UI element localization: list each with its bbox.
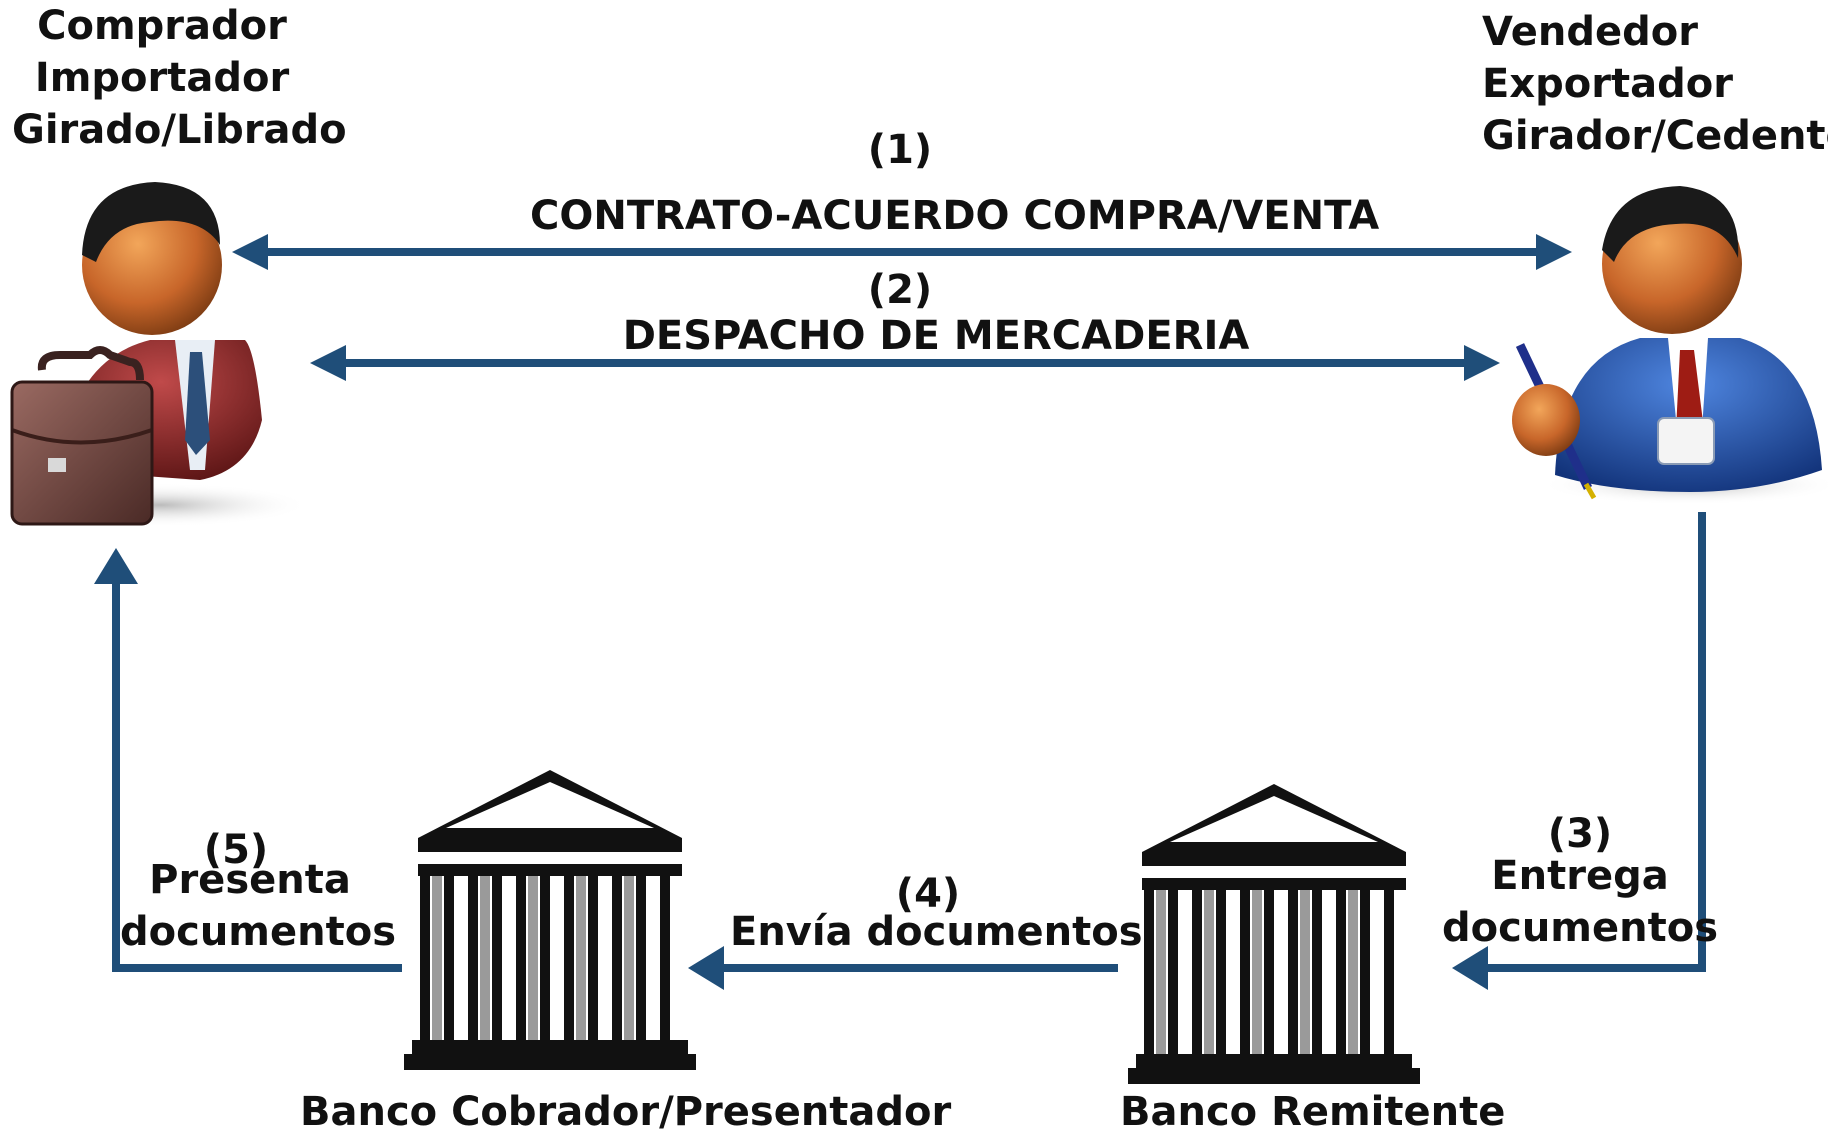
buyer-figure-icon [10,182,310,527]
arrowhead-1-left [232,234,268,270]
step-5-label: Presenta documentos [120,854,396,958]
arrow-step-3 [1482,512,1706,972]
seller-line-2: Exportador [1482,61,1733,107]
arrowhead-2-right [1464,345,1500,381]
step-3-label: Entrega documentos [1440,850,1720,954]
step-3-label-line-1: Entrega [1491,853,1669,899]
remitting-bank-label: Banco Remitente [1120,1089,1506,1135]
seller-line-3: Girador/Cedente [1482,113,1828,159]
buyer-line-1: Comprador [37,3,287,49]
buyer-line-3: Girado/Librado [12,107,347,153]
buyer-line-2: Importador [34,55,290,101]
arrows [112,248,1706,972]
step-1-label: CONTRATO-ACUERDO COMPRA/VENTA [530,193,1380,239]
collecting-bank-icon [404,770,696,1070]
step-4-label: Envía documentos [730,909,1143,955]
arrowhead-1-right [1536,234,1572,270]
step-3-label-line-2: documentos [1442,905,1718,951]
step-5-label-line-2: documentos [120,909,396,955]
arrow-step-5 [112,578,402,972]
seller-line-1: Vendedor [1482,9,1698,55]
step-5-label-line-1: Presenta [149,857,351,903]
step-1-number: (1) [867,127,933,173]
seller-figure-icon [1512,186,1828,505]
step-2-label: DESPACHO DE MERCADERIA [622,313,1250,359]
seller-label: Vendedor Exportador Girador/Cedente [1482,6,1828,162]
step-2-number: (2) [867,267,933,313]
step-3-number: (3) [1547,811,1613,857]
step-5-number: (5) [203,827,269,873]
arrowhead-5 [94,548,138,584]
collecting-bank-label: Banco Cobrador/Presentador [300,1089,952,1135]
buyer-label: Comprador Importador Girado/Librado [12,0,347,156]
arrowheads [94,234,1572,990]
step-4-number: (4) [895,871,961,917]
remitting-bank-icon [1128,784,1420,1084]
arrowhead-2-left [310,345,346,381]
arrowhead-4 [688,946,724,990]
arrowhead-3 [1452,946,1488,990]
